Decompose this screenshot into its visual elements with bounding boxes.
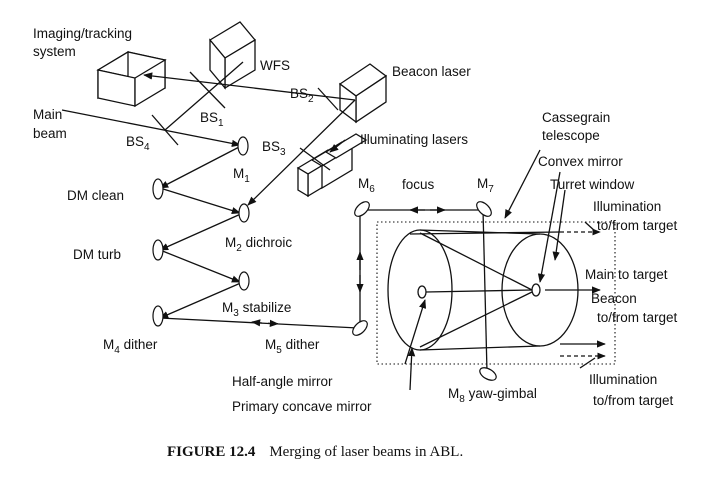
mirror-m7 [476,201,492,217]
beam-m1-to-dmclean [159,144,244,189]
arrow-m4-m5 [251,319,263,327]
label-illum-top-1: Illumination [593,199,661,214]
beam-beacon-to-m2 [247,99,356,206]
pointer-convex [537,171,561,283]
mirror-m2 [238,203,250,223]
label-bs4: BS4 [126,134,150,153]
label-convex-mirror: Convex mirror [538,154,623,169]
beam-splitter-bs2 [317,87,339,111]
label-m4: M4 dither [103,337,158,356]
label-main-2: beam [33,126,67,141]
label-m3: M3 stabilize [222,300,291,319]
beam-splitter-bs1 [189,71,226,109]
mirror-dm-clean [152,178,164,200]
label-beacon-1: Beacon [591,291,637,306]
label-illum-top-2: to/from target [597,218,678,233]
pointer-primary [407,347,416,391]
beam-main-to-m1 [61,109,241,147]
beam-beacon-to-imaging [143,72,356,101]
illuminating-lasers-box [296,133,368,198]
label-half-angle: Half-angle mirror [232,374,333,389]
label-imaging-1: Imaging/tracking [33,26,132,41]
label-main-1: Main [33,107,62,122]
pointer-illuminating [329,139,346,153]
label-turret-window: Turret window [550,177,635,192]
beam-splitter-bs3 [299,147,331,171]
label-illum-bottom-2: to/from target [593,393,674,408]
pointer-cassegrain [504,149,541,219]
wfs-box [209,21,256,90]
label-imaging-2: system [33,44,76,59]
telescope-enclosure [376,221,616,365]
label-m5: M5 dither [265,337,320,356]
label-bs3: BS3 [262,139,286,158]
mirror-dm-turb [152,239,164,261]
label-wfs: WFS [260,58,290,73]
label-illum-bottom-1: Illumination [589,372,657,387]
beacon-laser-box [338,63,388,124]
arrow-m4-m5b [267,319,279,328]
label-cassegrain-1: Cassegrain [542,110,610,125]
ray-top-out [409,231,561,235]
ray-3 [425,289,533,293]
half-angle-mirror [417,285,427,299]
label-dm-turb: DM turb [73,247,121,262]
pointer-half-angle [404,299,427,365]
ray-1 [419,232,533,291]
label-illuminating-lasers: Illuminating lasers [360,132,468,147]
ray-2 [419,291,533,348]
mirror-m8 [479,367,497,381]
pointer-illum-top [584,221,597,233]
label-dm-clean: DM clean [67,188,124,203]
pointer-turret [552,189,566,261]
label-beacon-laser: Beacon laser [392,64,471,79]
label-m8: M8 yaw-gimbal [448,386,537,405]
mirror-m6 [354,201,370,217]
label-beacon-2: to/from target [597,310,678,325]
label-bs1: BS1 [200,110,224,129]
beam-dmclean-to-m2 [159,187,241,215]
primary-concave-mirror [387,229,453,351]
label-m6: M6 [358,176,375,195]
label-m2: M2 dichroic [225,235,292,254]
label-focus: focus [402,177,435,192]
beam-wfs-down [164,61,244,131]
label-primary-concave: Primary concave mirror [232,399,372,414]
label-m1: M1 [233,166,250,185]
mirror-m5 [352,320,368,336]
imaging-tracking-box [96,50,167,108]
label-m7: M7 [477,176,494,195]
mirror-m1 [237,136,249,156]
telescope-bottom-edge [419,345,541,351]
beam-m2-to-dmturb [159,212,244,251]
label-main-to-target: Main to target [585,267,668,282]
beam-dmturb-to-m3 [159,249,241,283]
pointer-illum-bottom [579,357,596,369]
label-bs2: BS2 [290,86,314,105]
convex-mirror [531,283,541,297]
label-cassegrain-2: telescope [542,128,600,143]
mirror-m4 [152,305,164,327]
mirror-m3 [238,271,250,291]
beam-m3-to-m4 [159,281,244,319]
telescope-top-edge [419,229,541,235]
